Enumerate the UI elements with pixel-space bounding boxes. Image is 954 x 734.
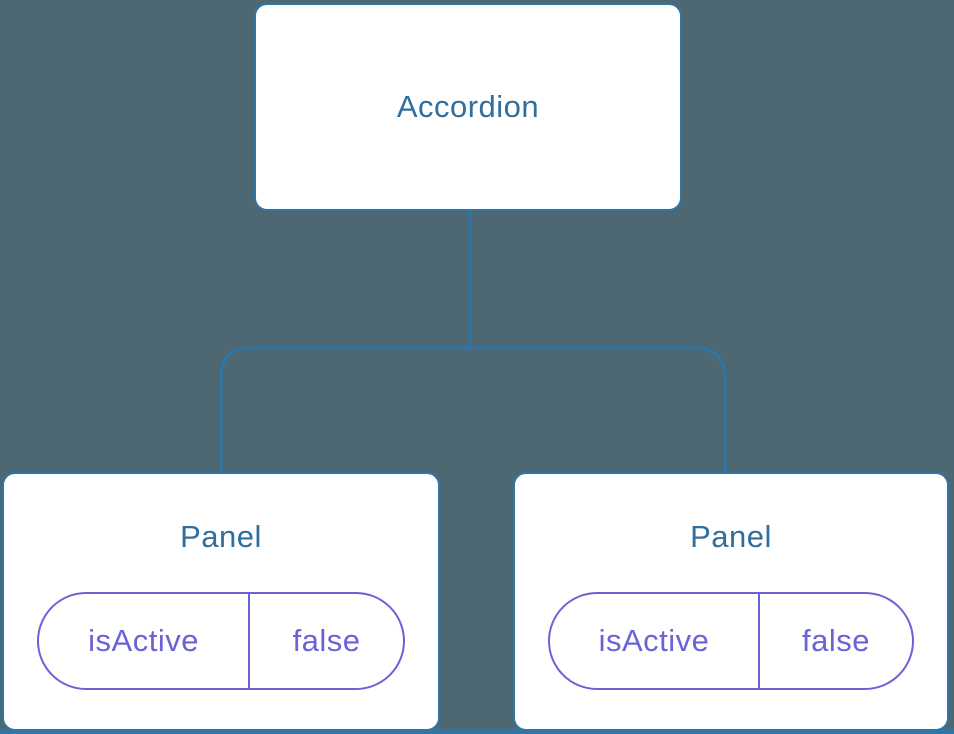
bottom-border-strip xyxy=(0,729,954,734)
panel-node-label: Panel xyxy=(690,519,772,554)
panel-node-label: Panel xyxy=(180,519,262,554)
panel-node-left: Panel isActive false xyxy=(2,472,440,731)
state-key-label: isActive xyxy=(550,594,760,688)
state-pill: isActive false xyxy=(548,592,914,690)
accordion-node: Accordion xyxy=(254,3,682,211)
panel-node-right: Panel isActive false xyxy=(513,472,949,731)
state-pill: isActive false xyxy=(37,592,405,690)
state-value-label: false xyxy=(801,623,870,658)
state-value-label: false xyxy=(292,623,361,658)
connector-bracket xyxy=(219,346,727,474)
state-key-label: isActive xyxy=(39,594,251,688)
accordion-node-label: Accordion xyxy=(396,89,540,124)
